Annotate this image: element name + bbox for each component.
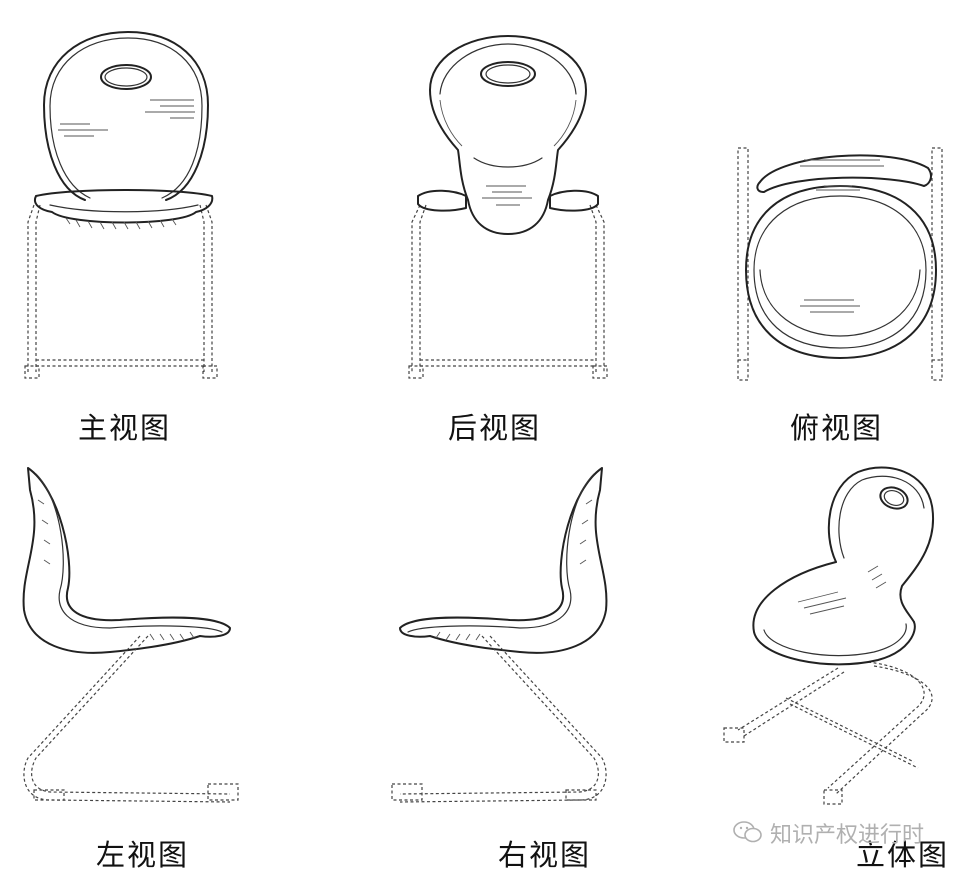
right-view-drawing [390,460,630,820]
label-iso-view: 立体图 [856,838,950,872]
wechat-icon [733,820,763,848]
label-back-view: 后视图 [448,411,542,445]
label-right-view: 右视图 [498,838,592,872]
label-left-view: 左视图 [96,838,190,872]
back-view-drawing [400,0,620,400]
top-view-drawing [720,130,960,390]
left-view-drawing [0,460,260,820]
label-front-view: 主视图 [78,411,172,445]
front-view-drawing [0,0,320,400]
watermark-text: 知识产权进行时 [770,823,925,848]
label-top-view: 俯视图 [790,411,884,445]
iso-view-drawing [718,462,958,812]
